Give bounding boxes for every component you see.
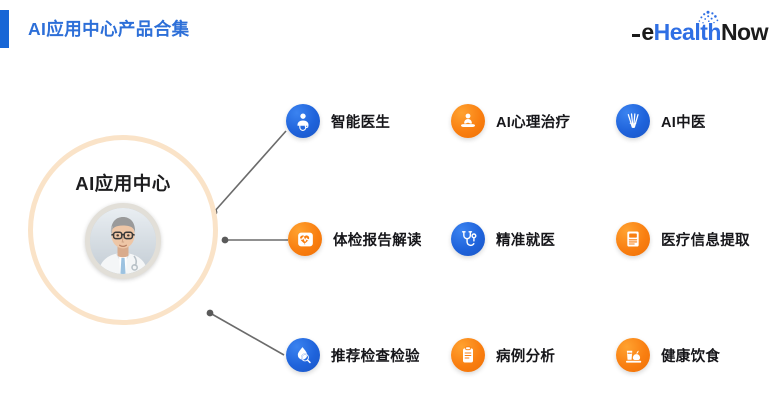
item-medical-info-extraction[interactable]: 医疗信息提取 xyxy=(616,222,750,256)
item-healthy-diet[interactable]: 健康饮食 xyxy=(616,338,720,372)
doctor-avatar-illustration xyxy=(90,208,156,274)
acupuncture-needles-icon xyxy=(616,104,650,138)
doctor-avatar xyxy=(85,203,161,279)
sparkle-dots-icon xyxy=(698,10,719,24)
item-label: AI心理治疗 xyxy=(496,114,571,131)
droplet-magnifier-icon xyxy=(286,338,320,372)
item-label: 健康饮食 xyxy=(661,348,721,365)
healthy-food-icon xyxy=(616,338,650,372)
item-ai-tcm[interactable]: AI中医 xyxy=(616,104,706,138)
page-title: AI应用中心产品合集 xyxy=(28,19,190,39)
stethoscope-icon xyxy=(451,222,485,256)
medical-document-icon xyxy=(616,222,650,256)
item-label: 医疗信息提取 xyxy=(661,232,750,249)
logo-text-now: Now xyxy=(720,19,769,45)
center-hub: AI应用中心 xyxy=(28,135,228,335)
item-recommended-tests[interactable]: 推荐检查检验 xyxy=(286,338,420,372)
heartbeat-report-icon xyxy=(288,222,322,256)
logo-text-health: Health xyxy=(653,19,722,45)
item-checkup-report[interactable]: 体检报告解读 xyxy=(288,222,422,256)
item-label: 体检报告解读 xyxy=(333,232,422,249)
header-bar: AI应用中心产品合集 xyxy=(0,0,782,60)
clipboard-icon xyxy=(451,338,485,372)
item-label: 精准就医 xyxy=(496,232,556,249)
doctor-stethoscope-icon xyxy=(286,104,320,138)
item-label: 病例分析 xyxy=(496,348,556,365)
item-label: 智能医生 xyxy=(331,114,391,131)
brand-logo: e Health Now xyxy=(632,10,769,45)
item-label: AI中医 xyxy=(661,114,706,131)
item-ai-psychotherapy[interactable]: AI心理治疗 xyxy=(451,104,570,138)
logo-dash xyxy=(632,34,641,37)
item-precision-care[interactable]: 精准就医 xyxy=(451,222,555,256)
meditation-person-icon xyxy=(451,104,485,138)
item-smart-doctor[interactable]: 智能医生 xyxy=(286,104,390,138)
center-hub-label: AI应用中心 xyxy=(75,173,171,194)
item-case-analysis[interactable]: 病例分析 xyxy=(451,338,555,372)
item-label: 推荐检查检验 xyxy=(331,348,420,365)
logo-text-e: e xyxy=(641,19,654,45)
header-accent-bar xyxy=(0,10,9,48)
